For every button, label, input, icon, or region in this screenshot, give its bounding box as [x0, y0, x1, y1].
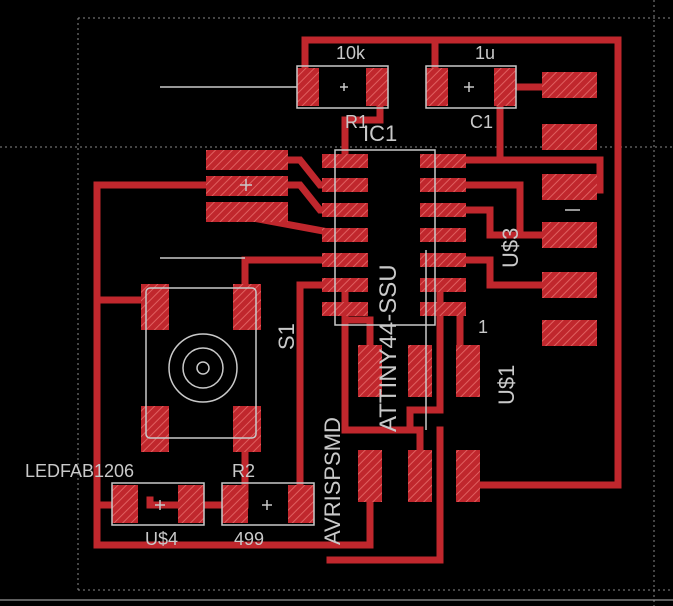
silkscreen	[111, 65, 580, 526]
ledfab-label: LEDFAB1206	[25, 461, 135, 481]
usd1-label: U$1	[494, 364, 519, 405]
r1-name-label: R1	[345, 112, 369, 132]
r2-name-label: R2	[232, 461, 256, 481]
pads	[112, 68, 597, 523]
avrispsmd-label: AVRISPSMD	[320, 417, 345, 545]
pad-r1-1	[297, 68, 319, 106]
usd4-label: U$4	[145, 529, 179, 549]
usd3-label: U$3	[498, 227, 523, 268]
ic1-package-label: ATTINY44-SSU	[375, 264, 402, 432]
s1-label: S1	[274, 323, 299, 350]
c1-name-label: C1	[470, 112, 494, 132]
pad-r1-2	[366, 68, 388, 106]
ic1-name-label: IC1	[363, 121, 398, 146]
r2-value-label: 499	[234, 529, 265, 549]
pad-c1-2	[494, 68, 516, 106]
pin1-marker: 1	[478, 317, 489, 337]
pad-c1-1	[426, 68, 448, 106]
r1-value-label: 10k	[336, 43, 366, 63]
c1-value-label: 1u	[475, 43, 496, 63]
